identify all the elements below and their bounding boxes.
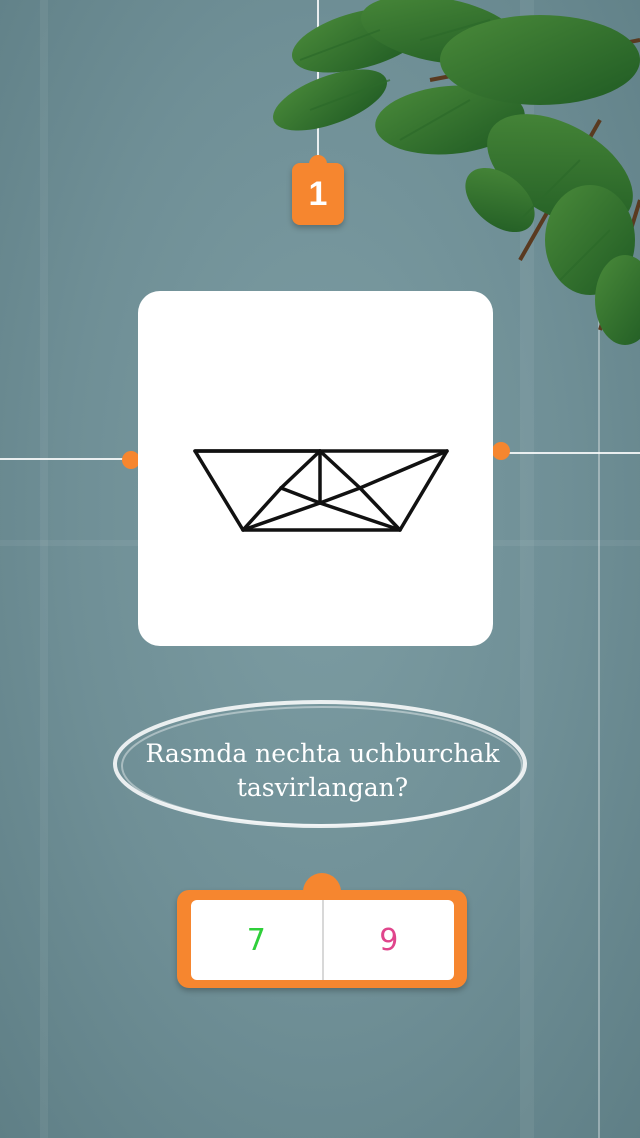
card-connector-right bbox=[492, 442, 510, 460]
question-text: Rasmda nechta uchburchak tasvirlangan? bbox=[0, 737, 640, 805]
options-divider bbox=[321, 900, 324, 980]
question-number: 1 bbox=[308, 174, 328, 213]
answer-option-7[interactable]: 7 bbox=[246, 922, 266, 958]
guide-line-right bbox=[506, 452, 640, 454]
answer-options: 7 9 bbox=[191, 900, 454, 980]
pine-branch-decoration bbox=[273, 0, 640, 345]
paper-boat-image bbox=[193, 449, 449, 532]
chalk-oval bbox=[113, 700, 527, 828]
answer-options-panel: 7 9 bbox=[177, 873, 467, 988]
background-texture bbox=[520, 0, 534, 1138]
answer-option-9[interactable]: 9 bbox=[379, 922, 399, 958]
question-line-2: tasvirlangan? bbox=[236, 773, 409, 802]
card-connector-left bbox=[122, 451, 140, 469]
guide-line-left bbox=[0, 458, 130, 460]
background-texture bbox=[40, 0, 48, 1138]
question-line-1: Rasmda nechta uchburchak bbox=[145, 739, 500, 768]
quiz-image-card bbox=[138, 291, 493, 646]
question-number-badge: 1 bbox=[292, 155, 344, 225]
guide-line-edge bbox=[598, 300, 600, 1138]
